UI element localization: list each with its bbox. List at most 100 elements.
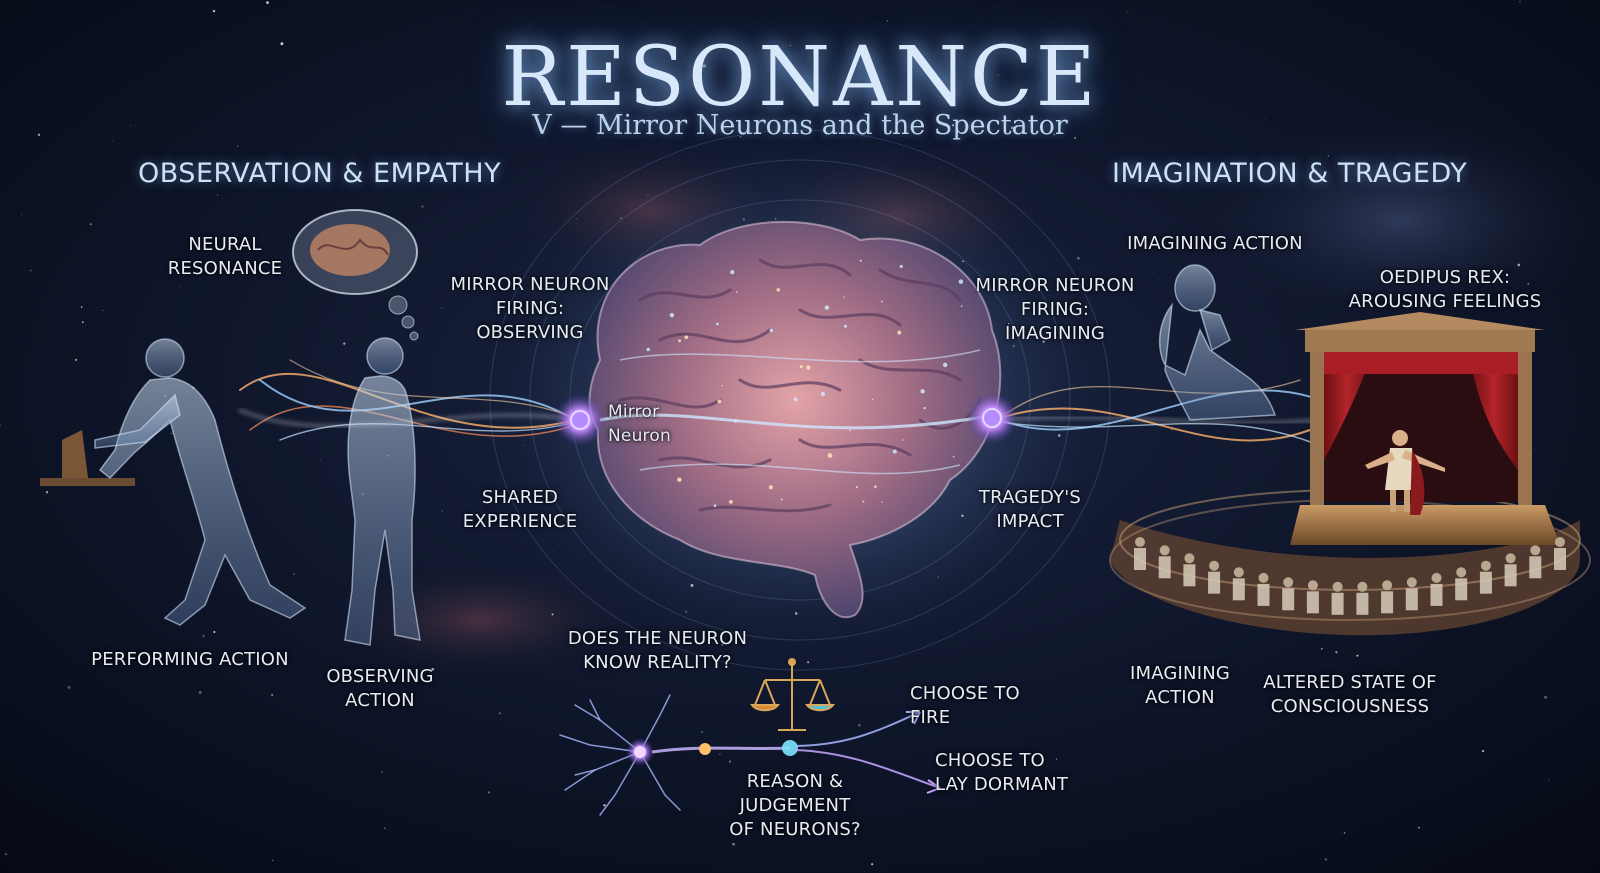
star	[1517, 263, 1521, 267]
audience-member	[1183, 553, 1196, 587]
label-choose-to-lay-dormant: CHOOSE TO LAY DORMANT	[935, 750, 1069, 795]
star	[75, 358, 78, 362]
brain-spark	[735, 291, 738, 293]
brain-spark	[827, 453, 833, 458]
star	[732, 842, 735, 846]
label-mirror-firing-imagining: MIRROR NEURON FIRING: IMAGINING	[975, 275, 1135, 344]
star	[701, 731, 703, 733]
star	[1126, 12, 1128, 14]
label-oedipus-rex: OEDIPUS REX: AROUSING FEELINGS	[1348, 267, 1542, 312]
audience-member	[1134, 537, 1146, 570]
brain-spark	[958, 279, 964, 284]
label-imagining-action-bottom: IMAGINING ACTION	[1129, 663, 1231, 708]
star	[441, 510, 443, 512]
star	[441, 307, 443, 309]
star	[102, 309, 104, 312]
star	[542, 90, 546, 93]
star	[551, 613, 554, 616]
star	[384, 827, 386, 829]
star	[29, 269, 32, 272]
audience-member	[1331, 581, 1344, 615]
brain-spark	[780, 498, 783, 501]
star	[951, 124, 955, 127]
audience-member	[1455, 567, 1468, 601]
star	[1343, 832, 1346, 834]
star	[80, 306, 83, 308]
star	[202, 634, 205, 638]
star	[319, 460, 321, 462]
audience-member	[1554, 537, 1566, 570]
brain-spark	[960, 305, 963, 308]
audience-member	[1504, 553, 1517, 587]
brain-spark	[855, 486, 859, 489]
box-on-table	[62, 430, 88, 478]
star	[431, 667, 434, 671]
audience-member	[1158, 545, 1171, 579]
column-right	[1518, 352, 1532, 527]
star	[1335, 651, 1338, 654]
audience-figures	[1134, 537, 1566, 615]
star	[1544, 695, 1548, 699]
star	[426, 834, 428, 836]
star	[871, 863, 874, 866]
star	[1264, 118, 1266, 120]
star	[702, 64, 706, 68]
brain-spark	[892, 449, 897, 454]
star	[45, 491, 49, 494]
imagining-figure	[1158, 264, 1277, 421]
label-does-neuron-know-reality: DOES THE NEURON KNOW REALITY?	[567, 628, 748, 673]
brain-spark	[961, 514, 964, 517]
label-reason-judgement: REASON & JUDGEMENT OF NEURONS?	[729, 771, 861, 840]
performing-figure	[40, 338, 307, 626]
brain-spark	[923, 406, 926, 410]
star	[528, 23, 530, 25]
star	[1327, 154, 1330, 157]
audience-member	[1356, 581, 1369, 615]
mirror-neuron-core-left	[570, 410, 590, 430]
star	[198, 691, 202, 694]
page-title: RESONANCE	[501, 30, 1099, 125]
star	[1171, 429, 1173, 431]
star	[213, 630, 216, 634]
star	[844, 822, 846, 824]
scales-icon	[750, 658, 835, 731]
audience-member	[1306, 580, 1319, 614]
mirror-neuron-core-right	[982, 408, 1002, 428]
brain-spark	[733, 419, 738, 423]
page-subtitle: V — Mirror Neurons and the Spectator	[532, 110, 1068, 141]
brain-spark	[776, 288, 781, 292]
curtain-left	[1324, 352, 1370, 460]
label-observing-action: OBSERVING ACTION	[326, 666, 434, 711]
star	[21, 213, 22, 215]
label-choose-to-fire: CHOOSE TO FIRE	[910, 683, 1020, 728]
brain-spark	[942, 362, 948, 368]
section-heading-imagination: IMAGINATION & TRAGEDY	[1112, 158, 1468, 189]
label-imagining-action-top: IMAGINING ACTION	[1127, 233, 1303, 254]
star	[1010, 126, 1014, 130]
star	[1527, 282, 1530, 285]
star	[858, 723, 861, 727]
star	[1159, 278, 1161, 280]
star	[170, 432, 173, 435]
star	[343, 342, 346, 345]
star	[1519, 0, 1521, 3]
star	[607, 78, 610, 80]
label-tragedy-impact: TRAGEDY'S IMPACT	[978, 487, 1082, 532]
brain-spark	[881, 501, 883, 503]
star	[112, 140, 114, 142]
arrow-to-dormant	[794, 749, 941, 789]
star	[212, 9, 216, 13]
brain-spark	[721, 384, 723, 387]
curtain-valance	[1324, 352, 1518, 374]
star	[179, 286, 181, 287]
label-neural-resonance: NEURAL RESONANCE	[167, 234, 283, 279]
star	[380, 770, 383, 773]
star	[1053, 133, 1056, 136]
brain-spark	[684, 335, 689, 340]
brain-illustration	[588, 220, 1002, 619]
star	[293, 573, 295, 575]
brain-spark	[874, 485, 877, 489]
audience-member	[1232, 567, 1245, 601]
audience-member	[1430, 572, 1443, 606]
star	[269, 32, 271, 34]
